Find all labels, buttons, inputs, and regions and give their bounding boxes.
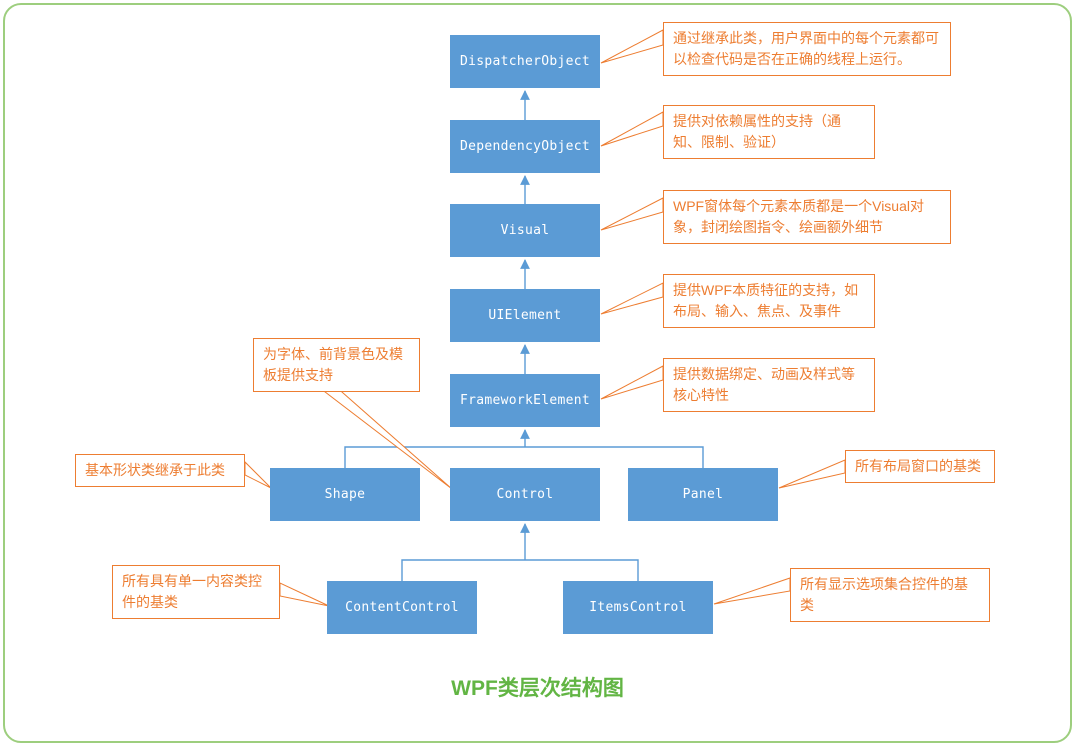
inheritance-arrows [344, 90, 704, 581]
annotation-dispatcher-object: 通过继承此类，用户界面中的每个元素都可以检查代码是否在正确的线程上运行。 [663, 22, 951, 76]
annotation-panel: 所有布局窗口的基类 [845, 450, 995, 483]
node-visual: Visual [450, 204, 600, 257]
annotation-visual: WPF窗体每个元素本质都是一个Visual对象，封闭绘图指令、绘画额外细节 [663, 190, 951, 244]
annotation-control: 为字体、前背景色及模板提供支持 [253, 338, 420, 392]
leader-content-control [279, 582, 330, 607]
branch-contentcontrol-itemscontrol [401, 559, 639, 581]
leader-ui-element [600, 282, 664, 315]
node-content-control: ContentControl [327, 581, 477, 634]
annotation-items-control: 所有显示选项集合控件的基类 [790, 568, 990, 622]
leader-framework-element [600, 365, 664, 400]
annotation-framework-element: 提供数据绑定、动画及样式等核心特性 [663, 358, 875, 412]
annotation-content-control: 所有具有单一内容类控件的基类 [112, 565, 280, 619]
diagram-title: WPF类层次结构图 [451, 677, 624, 700]
node-dependency-object: DependencyObject [450, 120, 600, 173]
annotation-ui-element: 提供WPF本质特征的支持，如布局、输入、焦点、及事件 [663, 274, 875, 328]
node-shape: Shape [270, 468, 420, 521]
branch-shape-control-panel [344, 446, 704, 468]
node-items-control: ItemsControl [563, 581, 713, 634]
node-framework-element: FrameworkElement [450, 374, 600, 427]
leader-visual [600, 197, 664, 231]
annotation-shape: 基本形状类继承于此类 [75, 454, 245, 487]
leader-dependency-object [600, 111, 664, 147]
leader-dispatcher-object [600, 29, 664, 64]
node-control: Control [450, 468, 600, 521]
node-ui-element: UIElement [450, 289, 600, 342]
leader-items-control [713, 577, 791, 605]
leader-shape [244, 460, 272, 489]
leader-panel [778, 459, 846, 489]
node-panel: Panel [628, 468, 778, 521]
node-dispatcher-object: DispatcherObject [450, 35, 600, 88]
annotation-dependency-object: 提供对依赖属性的支持（通知、限制、验证） [663, 105, 875, 159]
